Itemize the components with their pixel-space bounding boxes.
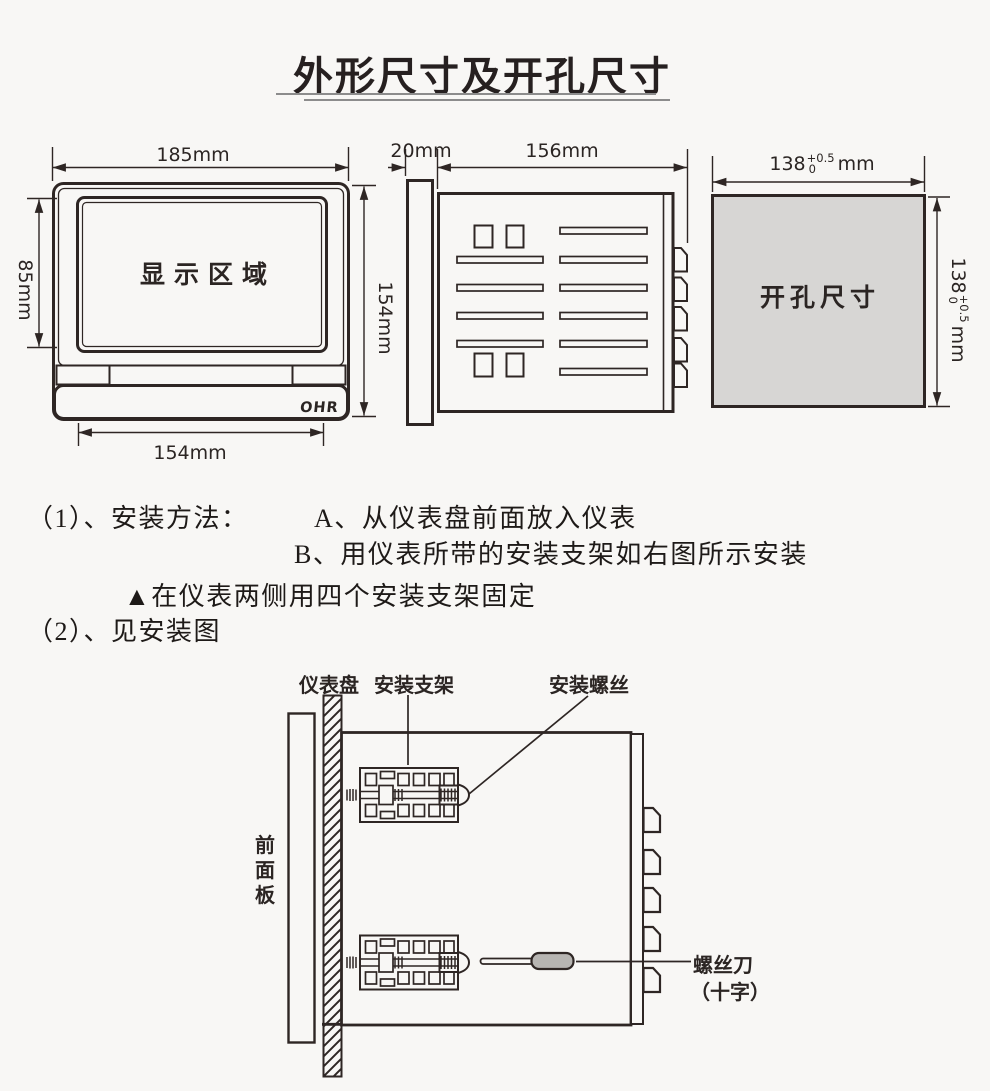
install-diagram-drawing [287, 694, 691, 1078]
display-area-label: 显示区域 [139, 262, 277, 289]
brand-logo: OHR [299, 400, 340, 416]
side-bezel-dimension: 20mm [390, 140, 452, 162]
cutout-dim-base: 138 [769, 153, 806, 175]
instruction-item1-prefix: （1）、安装方法： [27, 504, 249, 533]
instruction-item1-a: A、从仪表盘前面放入仪表 [314, 504, 637, 533]
page-title: 外形尺寸及开孔尺寸 [293, 55, 671, 99]
side-depth-dimension: 156mm [525, 140, 599, 162]
front-view-drawing [27, 147, 376, 446]
screwdriver-type-label: （十字） [690, 982, 770, 1004]
panel-label: 仪表盘 [299, 675, 359, 697]
front-height-dimension: 154mm [374, 281, 396, 355]
cutout-dim-base-v: 138 [947, 257, 969, 294]
bracket-label: 安装支架 [374, 675, 454, 697]
instruction-item2: （2）、见安装图 [27, 617, 222, 646]
title-underline-2 [304, 99, 670, 101]
cutout-view-drawing [711, 156, 950, 408]
front-bottom-width-dimension: 154mm [153, 442, 227, 464]
screwdriver-label: 螺丝刀 [693, 955, 753, 977]
instruction-item1-b: B、用仪表所带的安装支架如右图所示安装 [294, 540, 808, 569]
title-underline-1 [276, 93, 656, 95]
side-view-drawing [388, 149, 689, 426]
screw-label: 安装螺丝 [549, 675, 629, 697]
instruction-note: ▲在仪表两侧用四个安装支架固定 [124, 582, 537, 611]
front-display-height-dimension: 85mm [14, 259, 36, 321]
cutout-area-label: 开孔尺寸 [759, 285, 881, 312]
front-panel-label: 前面板 [255, 835, 275, 907]
front-width-dimension: 185mm [156, 144, 230, 166]
